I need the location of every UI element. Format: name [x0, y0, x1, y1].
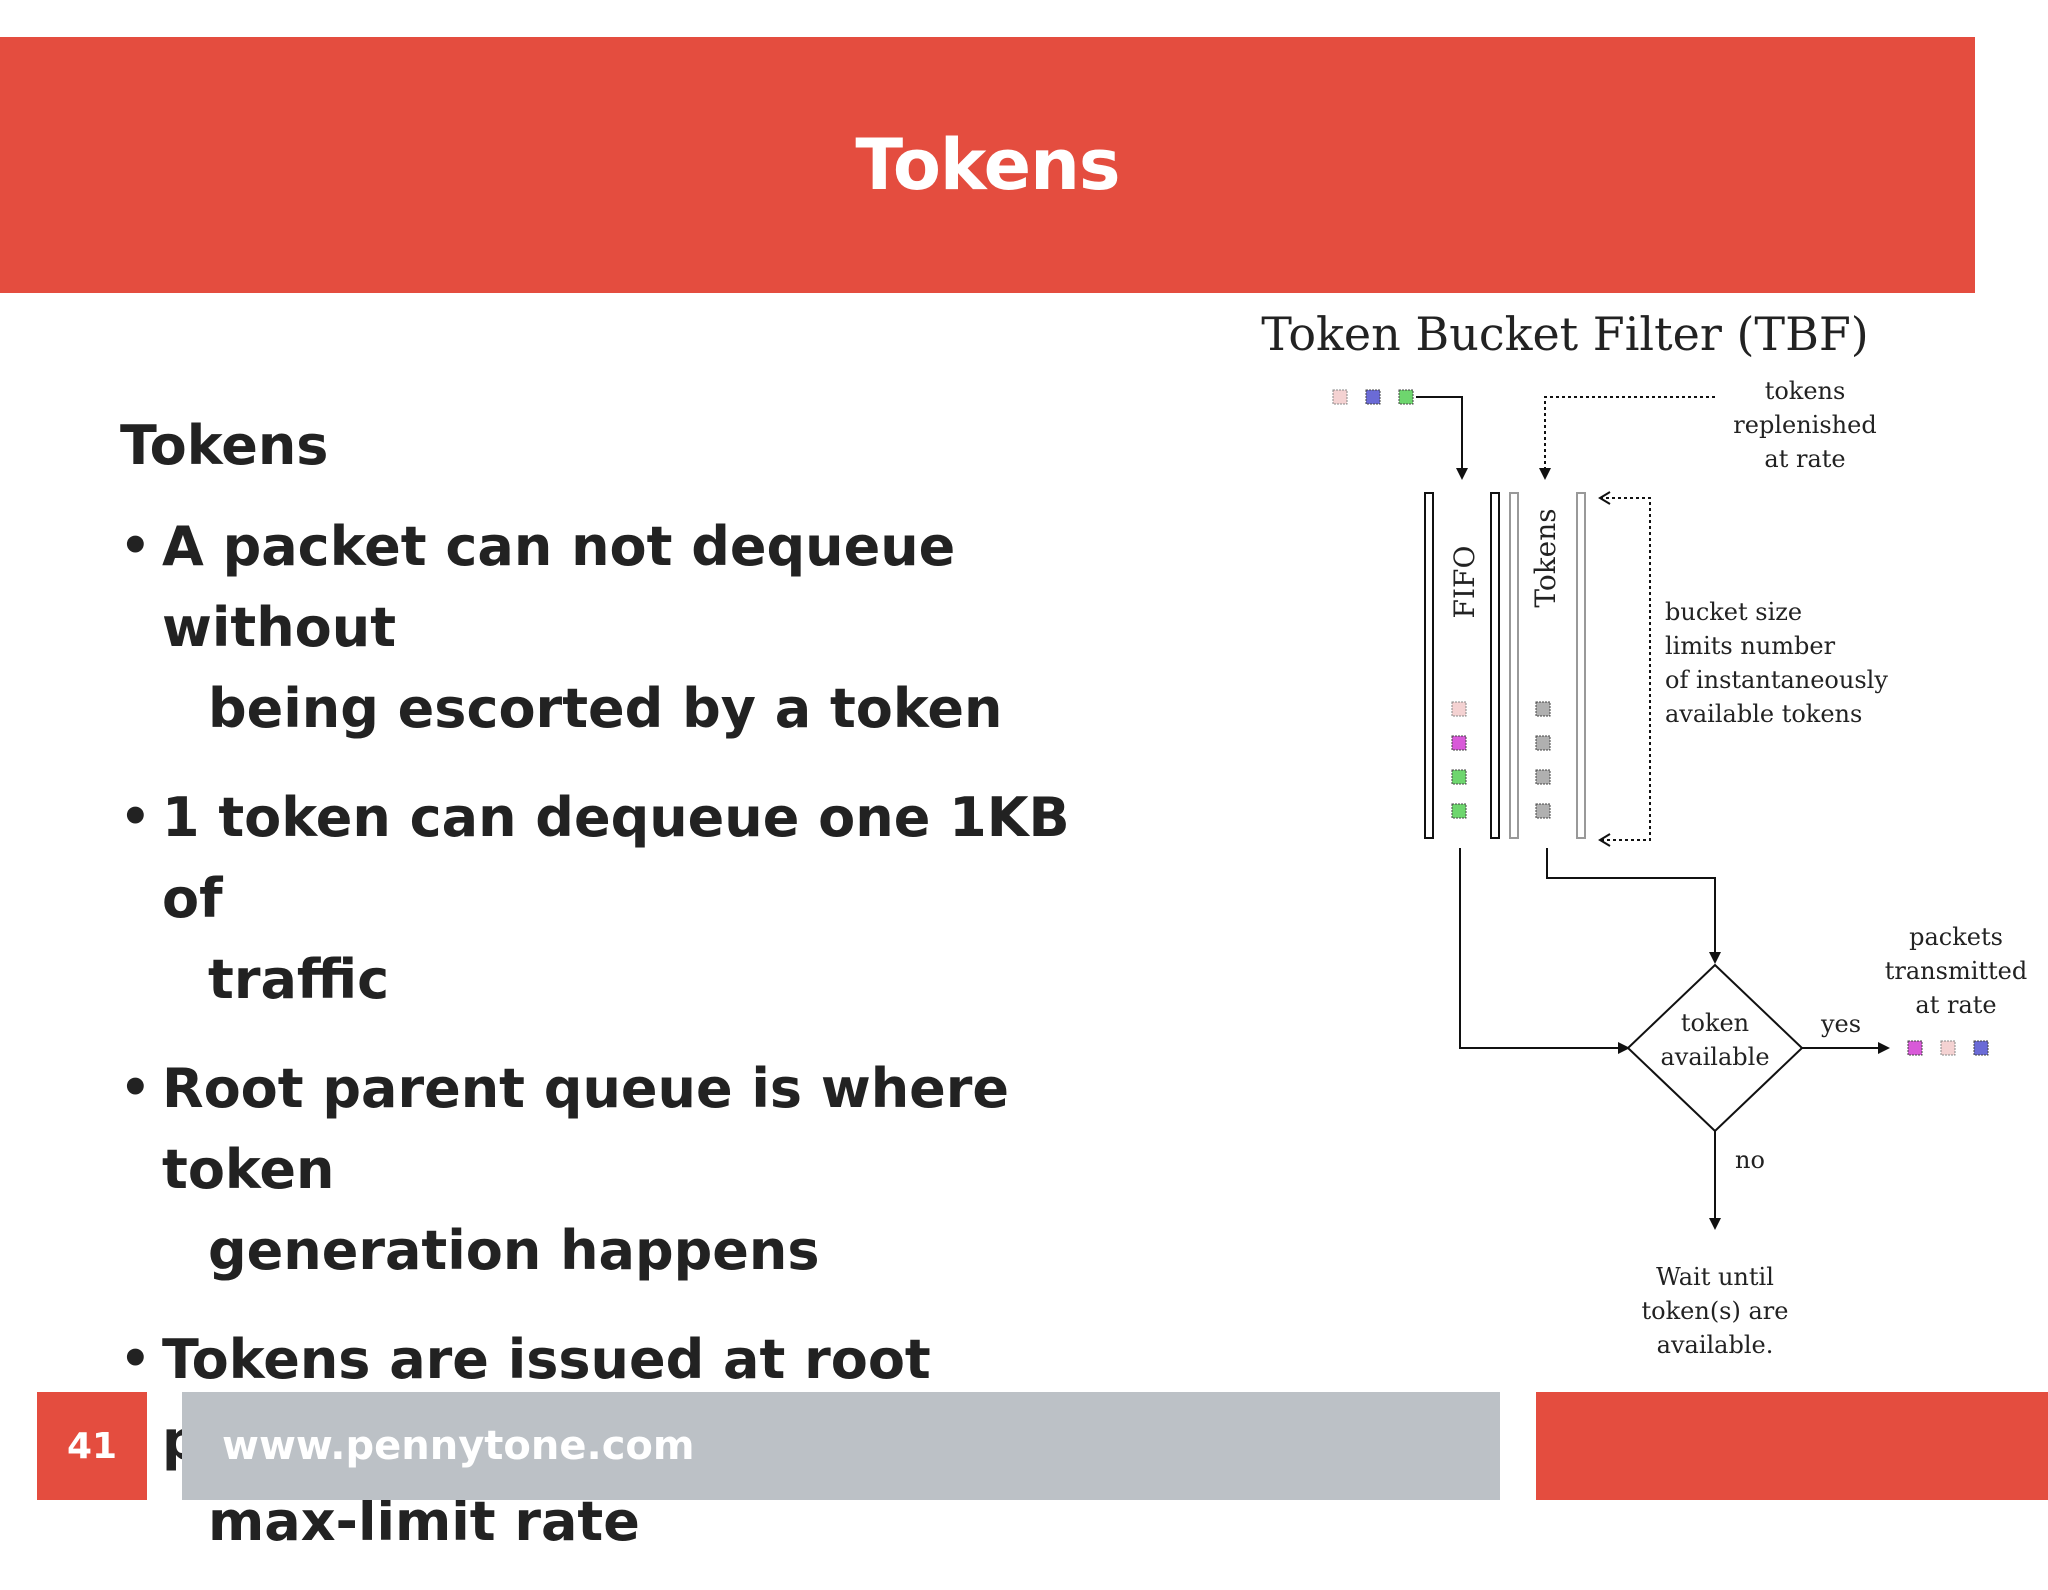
bullet-line: Root parent queue is where token — [162, 1057, 1010, 1201]
bracket-arrow-bottom-icon — [1598, 833, 1611, 847]
yes-label: yes — [1820, 1010, 1861, 1038]
bracket-arrow-top-icon — [1598, 491, 1611, 505]
replenish-label: tokens — [1765, 377, 1846, 405]
queued-packet-pink-icon — [1451, 701, 1467, 717]
footer-url: www.pennytone.com — [182, 1392, 1500, 1500]
bullet-item: • 1 token can dequeue one 1KB of traffic — [120, 777, 1140, 1020]
bucket-right-wall — [1576, 492, 1586, 839]
page-number: 41 — [37, 1392, 147, 1500]
transmit-label: transmitted — [1885, 957, 2028, 985]
fifo-right-wall — [1490, 492, 1500, 839]
fifo-label: FIFO — [1448, 546, 1481, 619]
bullet-dot: • — [120, 1331, 151, 1387]
tbf-diagram: Token Bucket Filter (TBF) tokens repleni… — [1140, 300, 2040, 1380]
bullet-line: being escorted by a token — [208, 677, 1003, 740]
bullet-line: 1 token can dequeue one 1KB of — [162, 786, 1070, 930]
footer-accent-block — [1536, 1392, 2048, 1500]
token-to-decision-arrow — [1546, 848, 1721, 964]
bullet-item: • Root parent queue is where token gener… — [120, 1048, 1140, 1291]
wait-label: token(s) are — [1642, 1297, 1789, 1325]
packet-green-icon — [1398, 389, 1414, 405]
bullet-dot: • — [120, 1060, 151, 1116]
content-area: Tokens • A packet can not dequeue withou… — [120, 410, 1140, 1590]
token-icon — [1535, 735, 1551, 751]
slide-title: Tokens — [855, 124, 1120, 206]
packet-blue-icon — [1365, 389, 1381, 405]
token-icon — [1535, 803, 1551, 819]
bucket-size-bracket — [1600, 497, 1651, 841]
no-label: no — [1735, 1146, 1765, 1174]
bullet-line: A packet can not dequeue without — [162, 515, 956, 659]
bullet-list: • A packet can not dequeue without being… — [120, 506, 1140, 1562]
bucket-size-label: bucket size — [1665, 598, 1802, 626]
fifo-to-decision-arrow — [1459, 848, 1630, 1054]
footer-url-text: www.pennytone.com — [222, 1423, 695, 1469]
replenish-arrow — [1539, 396, 1715, 480]
sent-packet-magenta-icon — [1907, 1040, 1923, 1056]
transmit-label: at rate — [1915, 991, 1996, 1019]
sent-packet-pink-icon — [1940, 1040, 1956, 1056]
bullet-line: traffic — [208, 948, 390, 1011]
content-heading: Tokens — [120, 414, 329, 477]
token-icon — [1535, 701, 1551, 717]
wait-label: available. — [1657, 1331, 1774, 1359]
packet-in-arrow — [1416, 396, 1468, 480]
fifo-left-wall — [1424, 492, 1434, 839]
bullet-item: • A packet can not dequeue without being… — [120, 506, 1140, 749]
packet-pink-icon — [1332, 389, 1348, 405]
tokens-label: Tokens — [1529, 508, 1562, 607]
queued-packet-magenta-icon — [1451, 735, 1467, 751]
diagram-title: Token Bucket Filter (TBF) — [1261, 307, 1869, 361]
bullet-line: generation happens — [208, 1219, 820, 1282]
decision-label: token — [1681, 1009, 1749, 1037]
transmit-label: packets — [1909, 923, 2003, 951]
title-bar: Tokens — [0, 37, 1975, 293]
bucket-size-label: limits number — [1665, 632, 1836, 660]
replenish-label: at rate — [1764, 445, 1845, 473]
bucket-size-label: available tokens — [1665, 700, 1862, 728]
queued-packet-green-icon — [1451, 769, 1467, 785]
replenish-label: replenished — [1733, 411, 1876, 439]
bucket-size-label: of instantaneously — [1665, 666, 1888, 694]
tbf-diagram-svg: Token Bucket Filter (TBF) tokens repleni… — [1261, 307, 2028, 1359]
queued-packet-green-icon — [1451, 803, 1467, 819]
sent-packet-blue-icon — [1973, 1040, 1989, 1056]
bullet-dot: • — [120, 789, 151, 845]
bullet-dot: • — [120, 518, 151, 574]
wait-label: Wait until — [1656, 1263, 1774, 1291]
token-icon — [1535, 769, 1551, 785]
decision-label: available — [1660, 1043, 1769, 1071]
bucket-left-wall — [1509, 492, 1519, 839]
